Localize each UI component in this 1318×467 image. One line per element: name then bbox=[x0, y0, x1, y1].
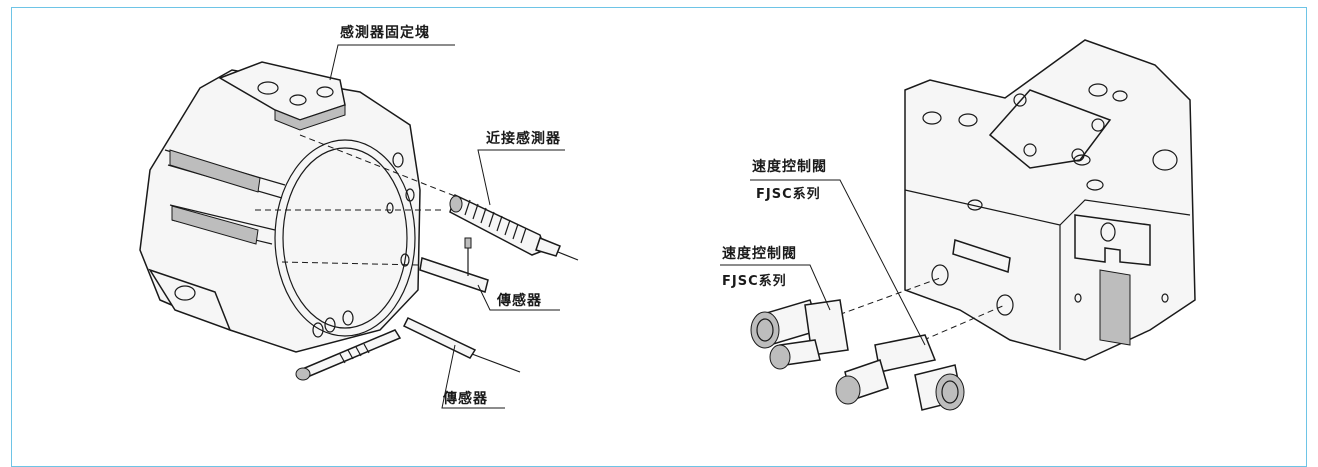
sensor-bottom bbox=[402, 317, 521, 373]
speed-valve-right bbox=[835, 334, 965, 411]
label-proximity-sensor: 近接感測器 bbox=[486, 131, 561, 147]
sensor-middle bbox=[419, 237, 489, 293]
label-sensor-middle: 傳感器 bbox=[497, 293, 542, 309]
callout-sensor-block bbox=[329, 44, 455, 81]
sensor-fixing-block bbox=[218, 61, 346, 131]
callout-sensor-mid bbox=[477, 284, 560, 311]
proximity-sensor bbox=[449, 193, 579, 261]
label-speed-valve-left-series: FJSC系列 bbox=[722, 274, 787, 289]
cylinder-body bbox=[139, 69, 421, 353]
alignment-line-valve-right bbox=[904, 304, 1006, 349]
mounting-screw bbox=[295, 329, 402, 381]
alignment-line-mid bbox=[281, 261, 421, 266]
label-speed-valve-top: 速度控制閥 bbox=[752, 159, 827, 175]
callout-valve-top bbox=[750, 179, 926, 346]
label-speed-valve-left: 速度控制閥 bbox=[722, 246, 797, 262]
label-sensor-bottom: 傳感器 bbox=[443, 391, 488, 407]
label-speed-valve-top-series: FJSC系列 bbox=[756, 187, 821, 202]
label-sensor-fixing-block: 感測器固定塊 bbox=[340, 25, 430, 41]
speed-valve-left bbox=[750, 299, 849, 370]
callout-valve-left bbox=[720, 264, 831, 311]
callout-sensor-bottom bbox=[441, 344, 505, 409]
diagram-artwork bbox=[139, 39, 1196, 411]
gripper-body bbox=[904, 39, 1196, 361]
callout-proximity bbox=[477, 149, 565, 206]
